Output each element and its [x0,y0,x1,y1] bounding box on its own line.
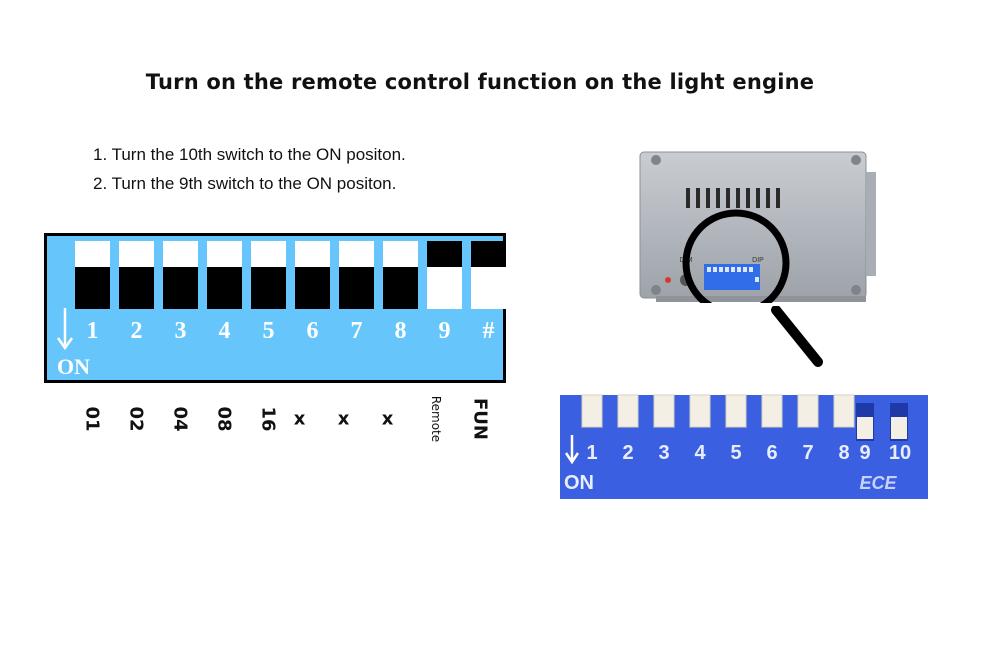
function-label: x [293,408,306,430]
instruction-list: 1. Turn the 10th switch to the ON posito… [93,144,406,202]
zoom-switch-number: 6 [766,442,777,464]
diagram-switch-number: 7 [350,318,363,344]
diagram-switch-number: 2 [130,318,143,344]
diagram-switch-8 [383,241,418,309]
zoom-switch-number: 9 [859,442,870,464]
magnifier-handle-icon [771,306,823,367]
page-title: Turn on the remote control function on t… [145,70,815,94]
diagram-switch-10 [471,241,506,309]
diagram-switch-3 [163,241,198,309]
function-label-fun: FUN [469,398,490,440]
function-label: 08 [213,406,234,432]
diagram-switch-7 [339,241,374,309]
zoom-switch-number: 1 [586,442,597,464]
brand-logo: ECE [859,473,897,493]
light-engine-device: DIM DIP [639,151,876,303]
zoomed-dip-switch: 1 2 3 4 5 6 7 8 9 10 ON ECE [560,394,928,499]
instruction-step-2: 2. Turn the 9th switch to the ON positon… [93,174,397,193]
diagram-switch-2 [119,241,154,309]
function-label: x [381,408,394,430]
zoom-switch-number: 4 [694,442,706,464]
zoom-switch-number: 5 [730,442,741,464]
diagram-switch-number: # [482,318,495,344]
function-label: 04 [169,406,190,432]
zoom-switch-number: 8 [838,442,849,464]
zoom-switch-number: 10 [889,442,911,464]
diagram-switch-number: 3 [174,318,187,344]
zoom-switch-number: 7 [802,442,813,464]
diagram-switch-6 [295,241,330,309]
diagram-switch-number: 9 [438,318,451,344]
on-label: ON [57,354,90,379]
instruction-step-1: 1. Turn the 10th switch to the ON posito… [93,145,406,164]
function-label: 01 [81,406,102,432]
dip-switch-diagram: 1 2 3 4 5 6 7 8 9 # ON [44,233,506,383]
diagram-switch-number: 4 [218,318,231,344]
function-label: x [337,408,350,430]
diagram-switch-9 [427,241,462,309]
function-label: 16 [257,406,278,432]
function-label-remote: Remote [428,395,443,443]
zoom-on-label: ON [564,472,594,494]
zoom-switch-number: 3 [658,442,669,464]
function-label: 02 [125,406,146,432]
diagram-switch-number: 5 [262,318,275,344]
diagram-switch-number: 6 [306,318,319,344]
zoom-switch-number: 2 [622,442,633,464]
diagram-switch-5 [251,241,286,309]
diagram-switch-4 [207,241,242,309]
down-arrow-icon [56,308,74,351]
dip-label: DIP [752,257,764,264]
diagram-switch-number: 8 [394,318,407,344]
diagram-switch-1 [75,241,110,309]
diagram-switch-number: 1 [86,318,99,344]
